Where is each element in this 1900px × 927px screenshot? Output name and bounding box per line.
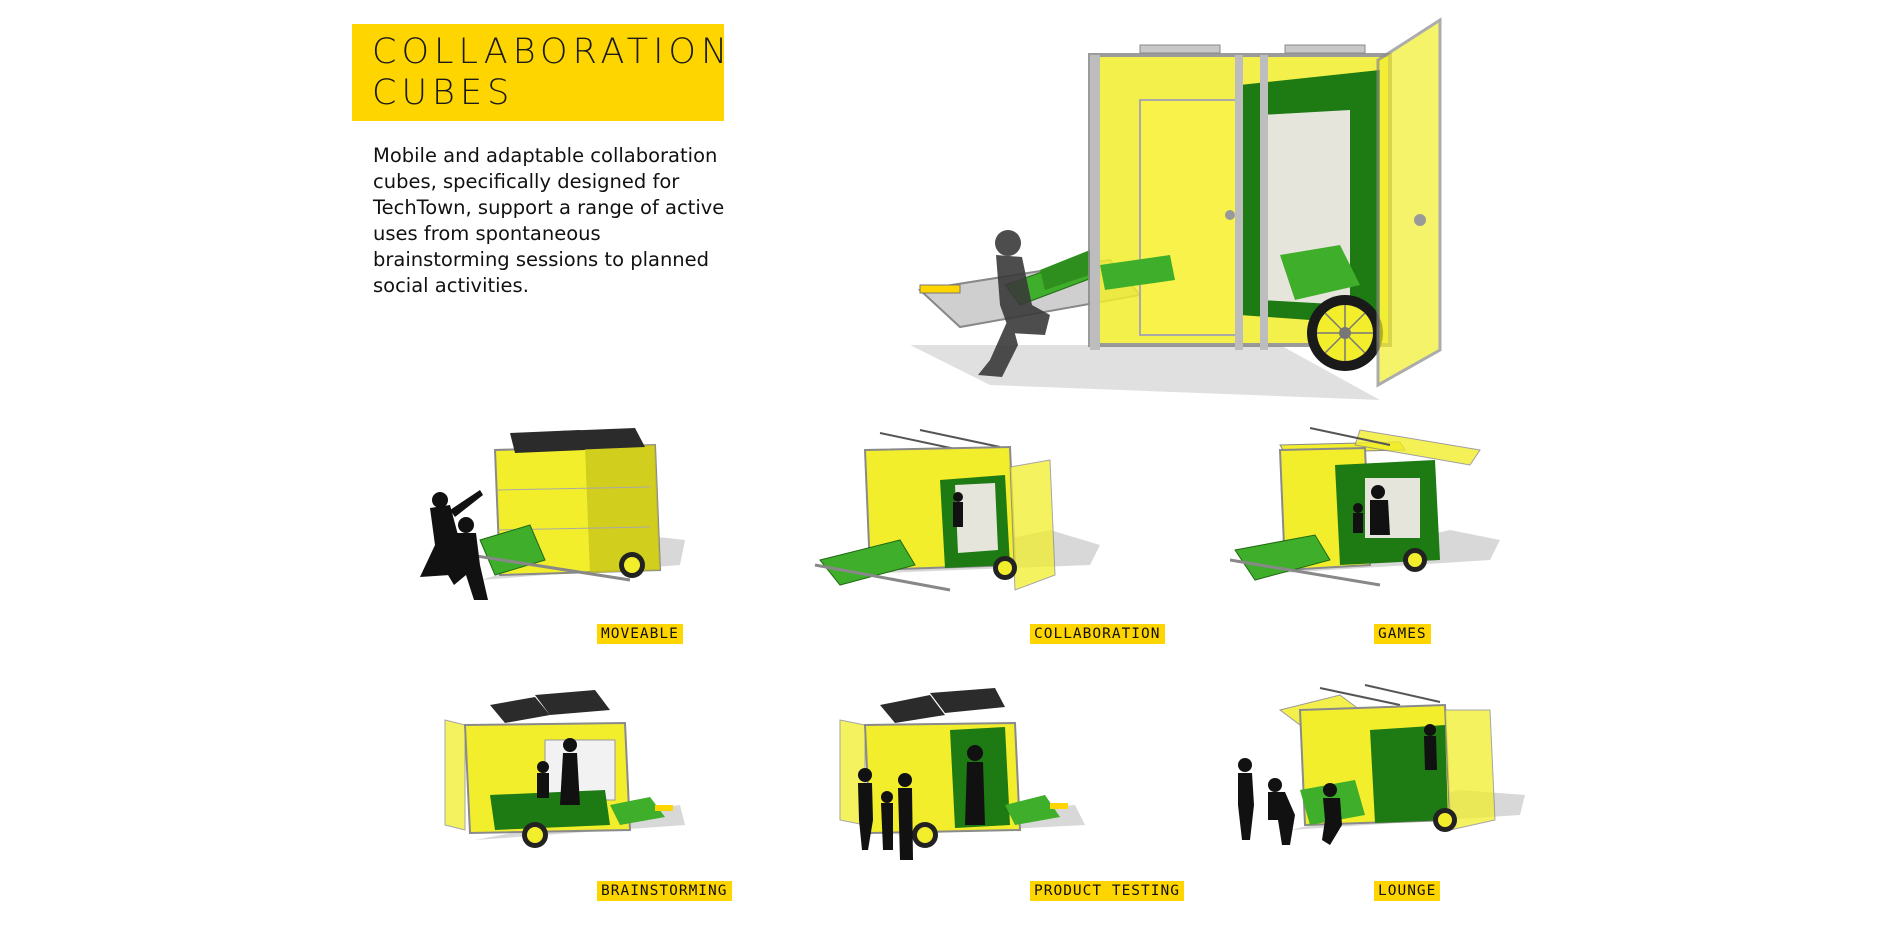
- description: Mobile and adaptable collaboration cubes…: [373, 144, 725, 297]
- mode-label-brainstorming: BRAINSTORMING: [597, 881, 732, 901]
- brainstorming-cube-illustration: [444, 690, 685, 848]
- title-box: COLLABORATION CUBES: [352, 24, 727, 121]
- games-cube-illustration: [1230, 427, 1500, 587]
- mode-label-moveable: MOVEABLE: [597, 624, 683, 644]
- product-testing-cube-illustration: [839, 688, 1085, 860]
- moveable-cube-illustration: [420, 428, 685, 600]
- mode-label-lounge: LOUNGE: [1374, 881, 1441, 901]
- mode-label-product-testing: PRODUCT TESTING: [1030, 881, 1184, 901]
- lounge-cube-illustration: [1238, 684, 1525, 845]
- collaboration-cube-illustration: [814, 429, 1100, 592]
- page-title: COLLABORATION CUBES: [372, 32, 733, 113]
- mode-label-games: GAMES: [1374, 624, 1431, 644]
- hero-cube-illustration: [910, 17, 1442, 400]
- mode-label-collaboration: COLLABORATION: [1030, 624, 1165, 644]
